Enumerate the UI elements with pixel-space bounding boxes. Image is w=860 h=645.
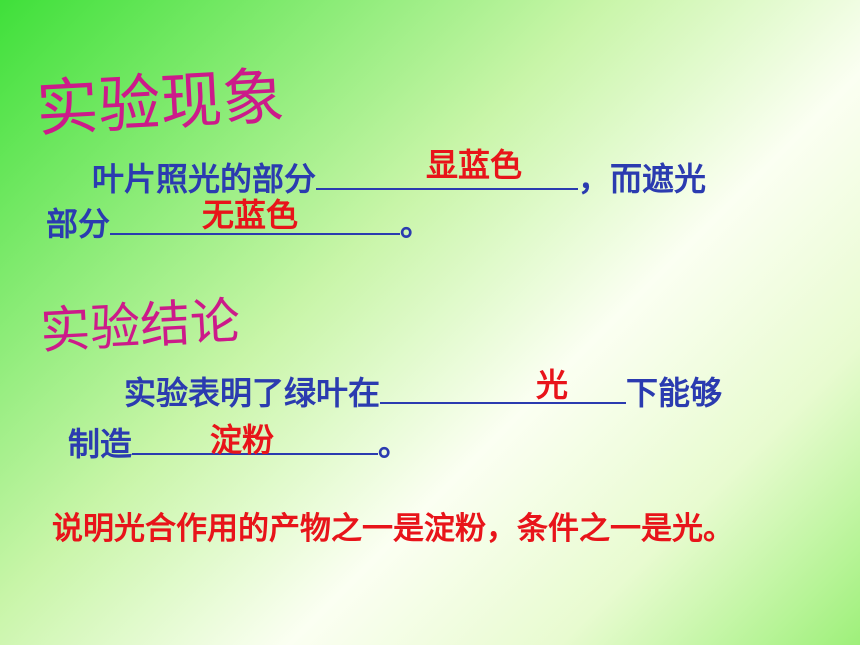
phenomenon-line-2: 部分 。 xyxy=(46,203,432,244)
result-line-2-start: 制造 xyxy=(68,425,133,463)
answer-show-blue: 显蓝色 xyxy=(426,146,523,184)
result-line-1-text: 实验表明了绿叶在 xyxy=(124,374,381,412)
blank-3 xyxy=(380,372,627,404)
answer-light: 光 xyxy=(536,366,569,404)
phenomenon-line-1-text: 叶片照光的部分 xyxy=(92,160,317,198)
result-line-2: 制造 。 xyxy=(68,423,410,464)
phenomenon-line-1-end: ，而遮光 xyxy=(578,160,707,198)
phenomenon-line-2-end: 。 xyxy=(400,205,433,243)
title-conclusion: 实验结论 xyxy=(38,291,242,361)
explanation-text: 说明光合作用的产物之一是淀粉，条件之一是光。 xyxy=(52,511,734,547)
result-line-1: 实验表明了绿叶在 下能够 xyxy=(124,372,722,413)
result-line-2-end: 。 xyxy=(378,425,411,463)
blank-1 xyxy=(316,158,579,190)
result-line-1-end: 下能够 xyxy=(626,374,723,412)
answer-no-blue: 无蓝色 xyxy=(202,196,299,234)
answer-starch: 淀粉 xyxy=(210,421,275,459)
title-phenomenon: 实验现象 xyxy=(34,59,287,146)
phenomenon-line-1: 叶片照光的部分 ，而遮光 xyxy=(92,158,706,199)
blank-2 xyxy=(110,203,401,235)
blank-4 xyxy=(132,423,379,455)
phenomenon-line-2-start: 部分 xyxy=(46,205,111,243)
